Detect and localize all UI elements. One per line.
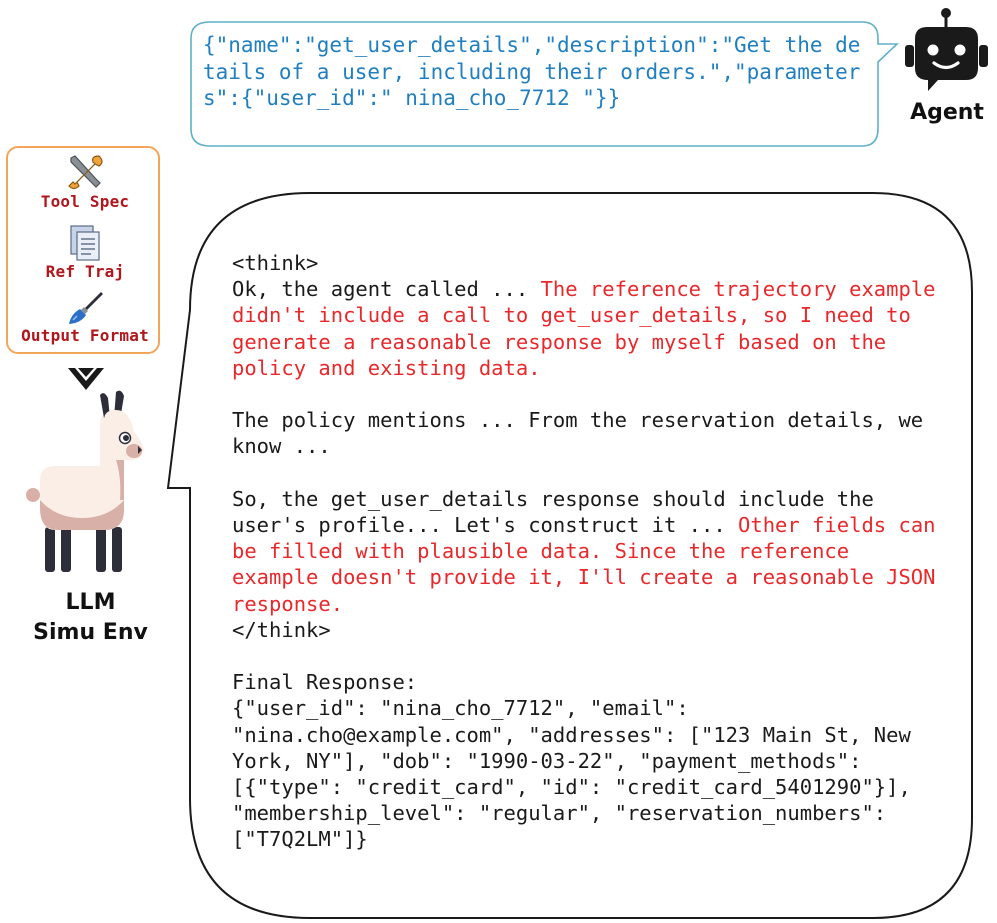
llama-icon xyxy=(26,390,144,572)
tools-icon xyxy=(68,155,103,190)
think-p3-text: So, the get_user_details response should… xyxy=(232,486,887,537)
document-icon xyxy=(70,225,100,261)
think-paragraph-2: The policy mentions ... From the reserva… xyxy=(232,408,936,459)
think-p3-highlight: Other fields can be filled with plausibl… xyxy=(232,513,948,616)
chevron-down-icon xyxy=(68,368,104,390)
agent-label: Agent xyxy=(910,100,984,125)
input-ref-traj-label: Ref Traj xyxy=(45,262,125,281)
input-output-format: Output Format xyxy=(8,290,162,345)
simulator-response: <think> Ok, the agent called ... The ref… xyxy=(232,250,947,853)
agent-speech-bubble xyxy=(190,21,900,147)
llm-label-line2: Simu Env xyxy=(33,620,148,645)
input-tool-spec-label: Tool Spec xyxy=(40,192,130,211)
response-speech-bubble xyxy=(166,192,973,919)
think-paragraph-1: Ok, the agent called ... The reference t… xyxy=(232,276,947,381)
input-tool-spec: Tool Spec xyxy=(8,152,162,211)
robot-icon xyxy=(905,8,988,91)
input-ref-traj: Ref Traj xyxy=(8,224,162,281)
think-open-tag: <think> xyxy=(232,251,319,275)
simulator-inputs-box: Tool Spec Ref Traj Output Format xyxy=(6,146,160,354)
think-paragraph-3: So, the get_user_details response should… xyxy=(232,486,947,617)
think-close-tag: </think> xyxy=(232,617,331,642)
final-response-label: Final Response: xyxy=(232,670,418,695)
think-p1-text: Ok, the agent called ... xyxy=(232,277,541,302)
llm-simu-env-label: LLM Simu Env xyxy=(18,588,163,648)
input-output-format-label: Output Format xyxy=(21,326,149,345)
think-p1-highlight: The reference trajectory example didn't … xyxy=(232,277,948,380)
final-response-json: {"user_id": "nina_cho_7712", "email": "n… xyxy=(232,696,924,852)
agent-tool-call-text: {"name":"get_user_details","description"… xyxy=(203,33,861,110)
llm-label-line1: LLM xyxy=(65,590,116,615)
brush-icon xyxy=(69,292,103,324)
